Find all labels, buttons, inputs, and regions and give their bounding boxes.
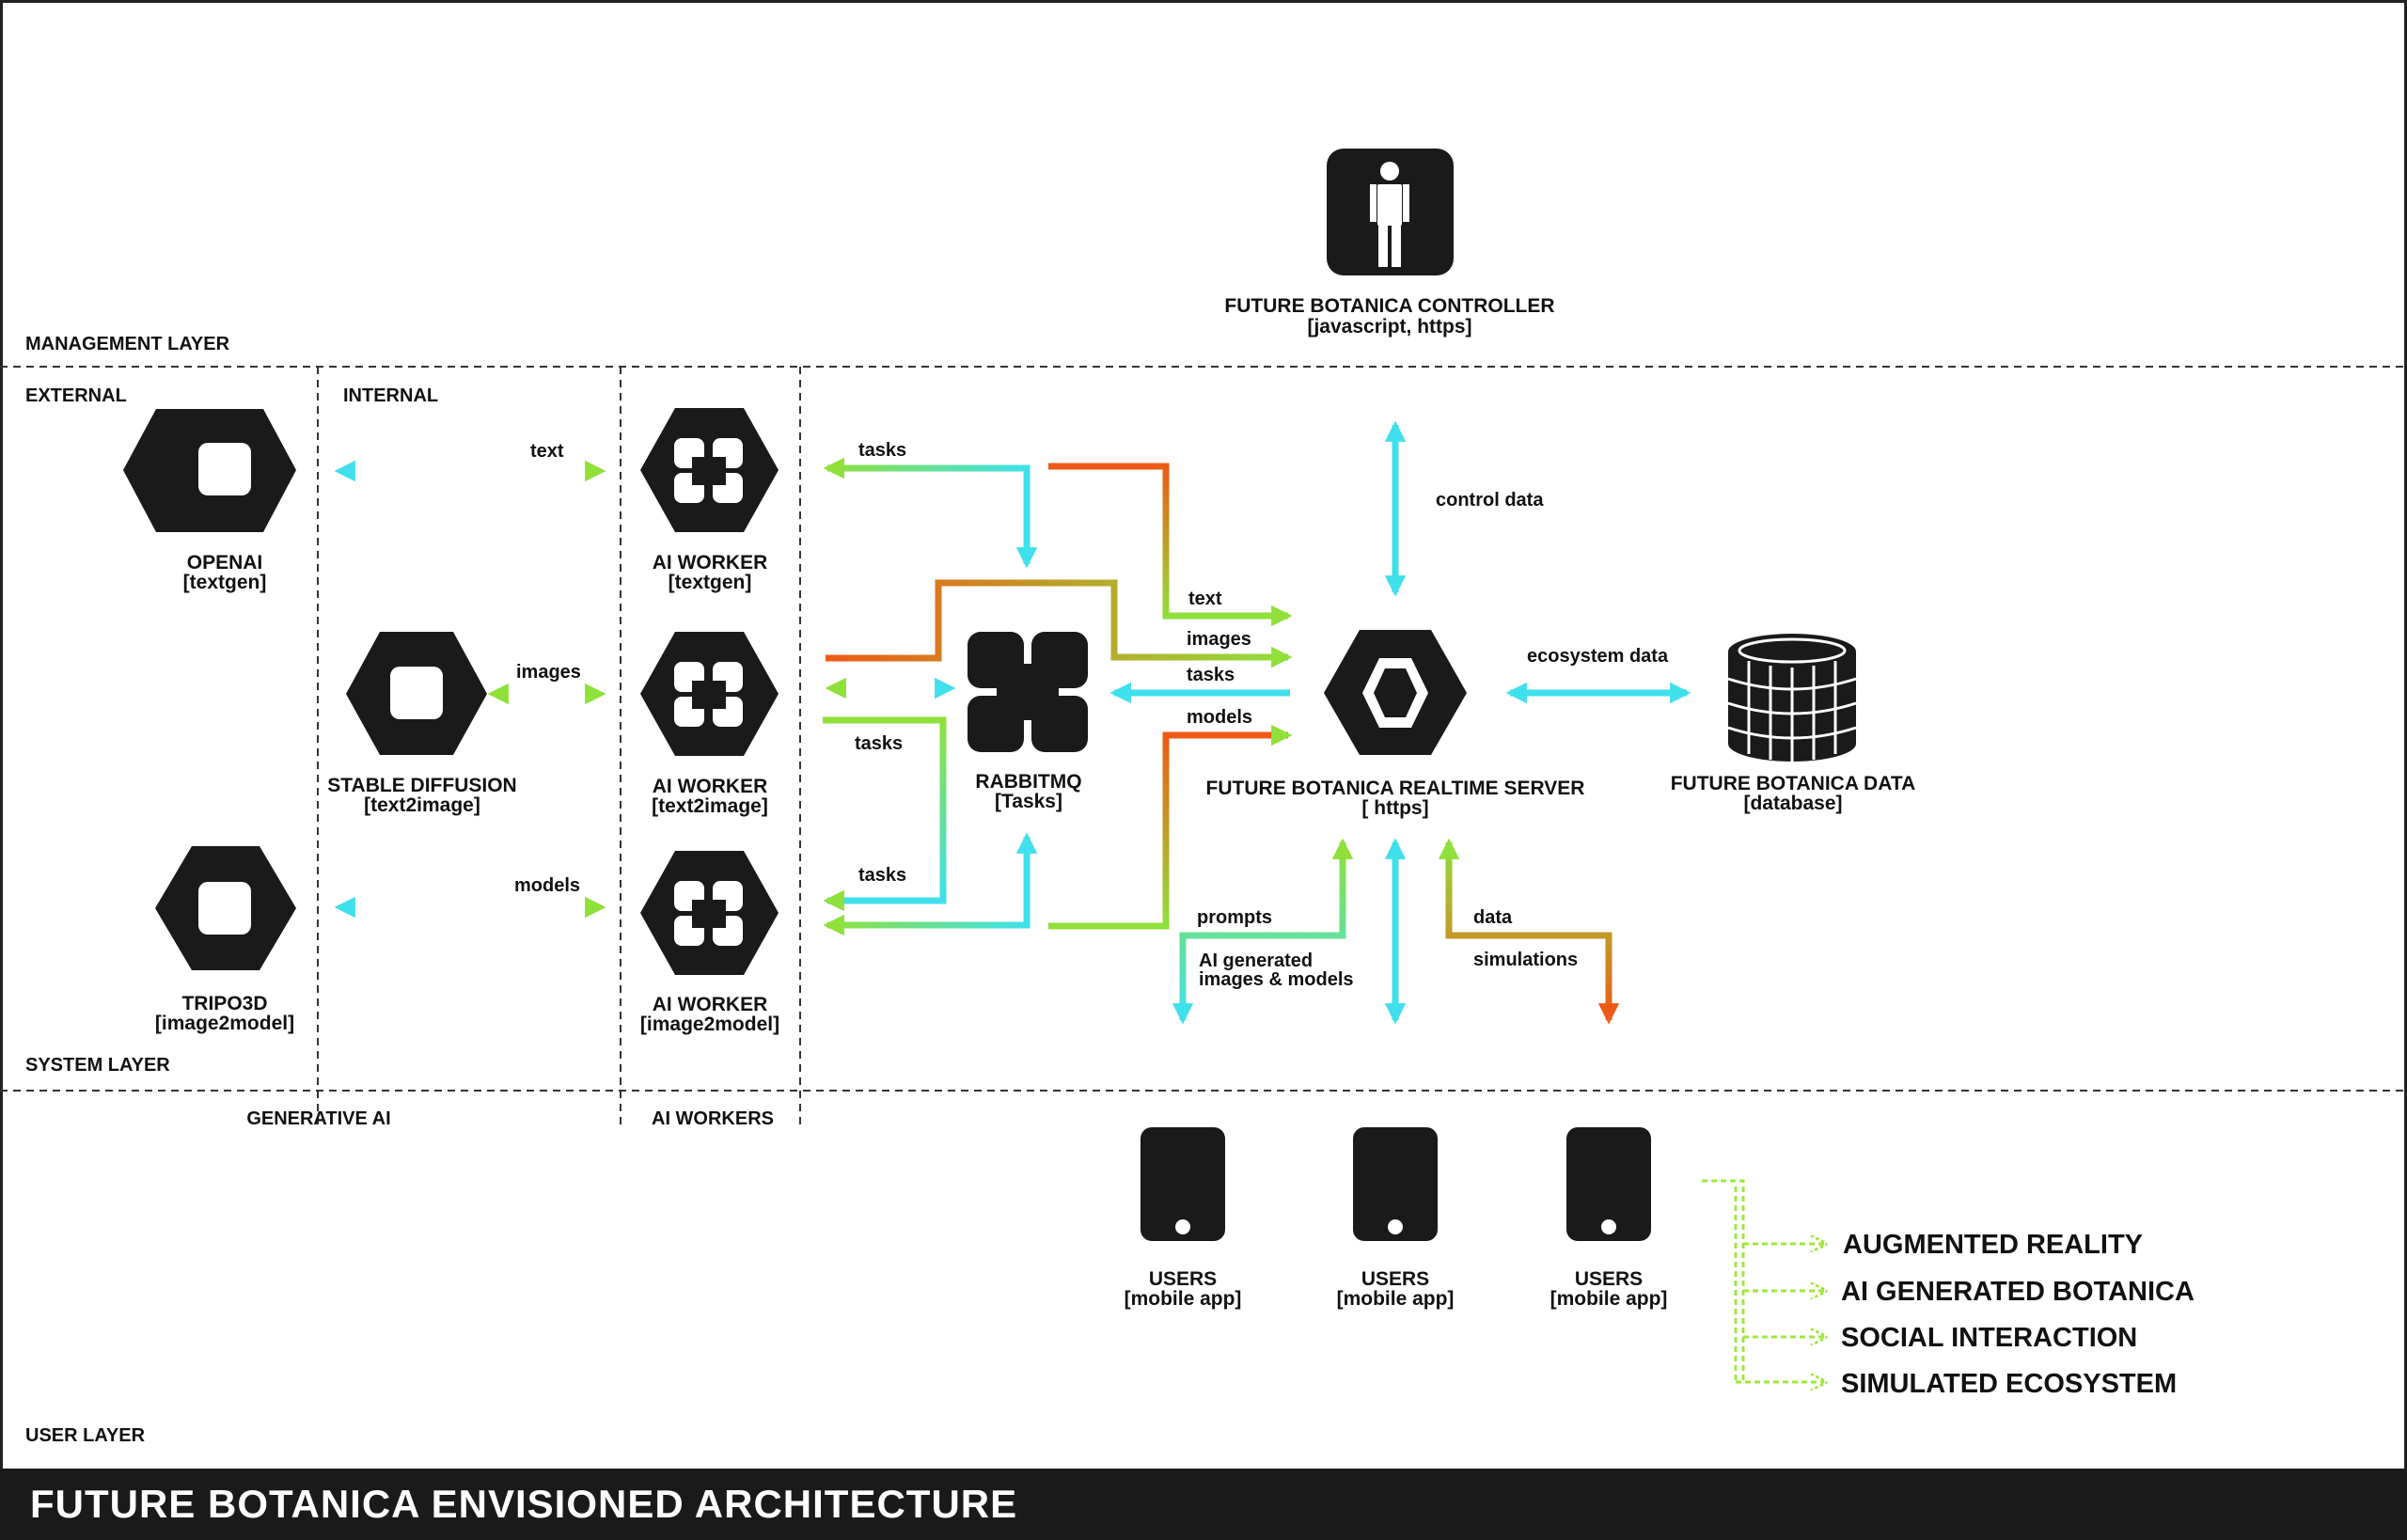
worker-textgen-name: AI WORKER (653, 552, 768, 574)
openai-detail: [textgen] (183, 572, 267, 593)
tripo3d-node: TRIPO3D [image2model] (155, 846, 296, 1034)
page-title: FUTURE BOTANICA ENVISIONED ARCHITECTURE (30, 1482, 1018, 1526)
rabbitmq-detail: [Tasks] (995, 791, 1062, 812)
database-name: FUTURE BOTANICA DATA (1671, 773, 1916, 794)
mobile-phone-icon (1141, 1127, 1225, 1241)
generative-ai-label: GENERATIVE AI (246, 1108, 390, 1129)
tasks-bottom-label: tasks (858, 865, 906, 886)
worker-textgen-cross (674, 438, 743, 503)
ai-generated-label-1: AI generated (1199, 951, 1313, 971)
feature-simulated-ecosystem: SIMULATED ECOSYSTEM (1841, 1369, 2177, 1399)
worker-text2image-node: AI WORKER [text2image] (640, 632, 779, 817)
controller-detail: [javascript, https] (1307, 316, 1471, 338)
user-name: USERS (1361, 1268, 1429, 1290)
stable-diffusion-node: STABLE DIFFUSION [text2image] (327, 632, 517, 816)
external-label: EXTERNAL (25, 385, 127, 406)
worker-textgen-detail: [textgen] (669, 572, 752, 593)
server-inner-core (1374, 668, 1417, 717)
tripo3d-detail: [image2model] (155, 1013, 294, 1034)
user-name: USERS (1575, 1268, 1643, 1290)
database-icon (1727, 634, 1857, 762)
server-node: FUTURE BOTANICA REALTIME SERVER [ https] (1206, 630, 1585, 819)
user-detail: [mobile app] (1125, 1288, 1242, 1310)
worker-textgen-node: AI WORKER [textgen] (640, 408, 779, 593)
worker-text2image-name: AI WORKER (653, 776, 768, 797)
tasks-top-label: tasks (858, 440, 906, 461)
internal-label: INTERNAL (343, 385, 438, 406)
worker-image2model-name: AI WORKER (653, 994, 768, 1015)
worker-text2image-cross (674, 662, 743, 727)
data-label: data (1473, 907, 1513, 928)
feature-social-interaction: SOCIAL INTERACTION (1841, 1323, 2137, 1353)
openai-square (198, 443, 251, 495)
database-detail: [database] (1743, 793, 1842, 814)
management-layer-label: MANAGEMENT LAYER (25, 334, 230, 354)
simulations-label: simulations (1473, 950, 1578, 970)
server-name: FUTURE BOTANICA REALTIME SERVER (1206, 778, 1585, 799)
server-text-label: text (1188, 589, 1222, 609)
feature-ai-generated-botanica: AI GENERATED BOTANICA (1841, 1277, 2195, 1307)
prompts-label: prompts (1197, 907, 1272, 928)
tripo3d-square (198, 882, 251, 935)
tasks-top-arrow (823, 457, 1038, 569)
feature-augmented-reality: AUGMENTED REALITY (1843, 1230, 2143, 1260)
title-bar: FUTURE BOTANICA ENVISIONED ARCHITECTURE (0, 1469, 2407, 1540)
feature-bracket (1702, 1179, 1824, 1382)
rabbitmq-name: RABBITMQ (975, 771, 1081, 793)
images-to-server-arrow (826, 579, 1293, 668)
images-label: images (516, 662, 581, 683)
ai-workers-label: AI WORKERS (652, 1108, 774, 1129)
server-images-label: images (1187, 629, 1251, 650)
data-simulations-arrow (1438, 838, 1620, 1025)
controller-name: FUTURE BOTANICA CONTROLLER (1224, 295, 1554, 317)
user-detail: [mobile app] (1550, 1288, 1668, 1310)
models-label: models (514, 875, 580, 896)
worker-text2image-detail: [text2image] (652, 795, 768, 817)
rabbitmq-node: RABBITMQ [Tasks] (968, 632, 1088, 812)
user-name: USERS (1149, 1268, 1217, 1290)
mobile-phone-icon (1566, 1127, 1651, 1241)
mobile-phone-icon (1353, 1127, 1438, 1241)
stable-diffusion-detail: [text2image] (364, 794, 480, 816)
tasks-bottom-arrow (823, 832, 1038, 936)
ecosystem-data-label: ecosystem data (1527, 646, 1669, 667)
server-tasks-label: tasks (1187, 665, 1235, 685)
worker-image2model-detail: [image2model] (640, 1014, 779, 1035)
stable-diffusion-name: STABLE DIFFUSION (327, 775, 516, 796)
control-data-label: control data (1436, 490, 1544, 511)
prompts-arrow (1172, 838, 1354, 1025)
user-node-1: USERS [mobile app] (1125, 1127, 1242, 1310)
text-to-server-arrow (1048, 463, 1293, 627)
stable-diffusion-square (390, 667, 443, 719)
user-node-2: USERS [mobile app] (1337, 1127, 1455, 1310)
worker-image2model-cross (674, 881, 743, 946)
ai-generated-label-2: images & models (1199, 969, 1354, 990)
models-to-server-arrow (1048, 724, 1293, 930)
controller-node: FUTURE BOTANICA CONTROLLER [javascript, … (1224, 149, 1555, 338)
tripo3d-name: TRIPO3D (181, 993, 267, 1014)
worker-image2model-node: AI WORKER [image2model] (640, 851, 779, 1035)
database-node: FUTURE BOTANICA DATA [database] (1671, 634, 1916, 814)
server-detail: [ https] (1361, 797, 1428, 819)
user-layer-label: USER LAYER (25, 1425, 146, 1446)
server-models-label: models (1187, 707, 1252, 728)
rabbitmq-icon (968, 632, 1088, 752)
person-figure (1370, 162, 1409, 267)
openai-name: OPENAI (187, 552, 263, 574)
user-node-3: USERS [mobile app] (1550, 1127, 1668, 1310)
system-layer-label: SYSTEM LAYER (25, 1055, 170, 1076)
text-label: text (530, 441, 564, 462)
tasks-mid-label: tasks (855, 733, 903, 754)
user-detail: [mobile app] (1337, 1288, 1455, 1310)
openai-node: OPENAI [textgen] (123, 409, 296, 593)
